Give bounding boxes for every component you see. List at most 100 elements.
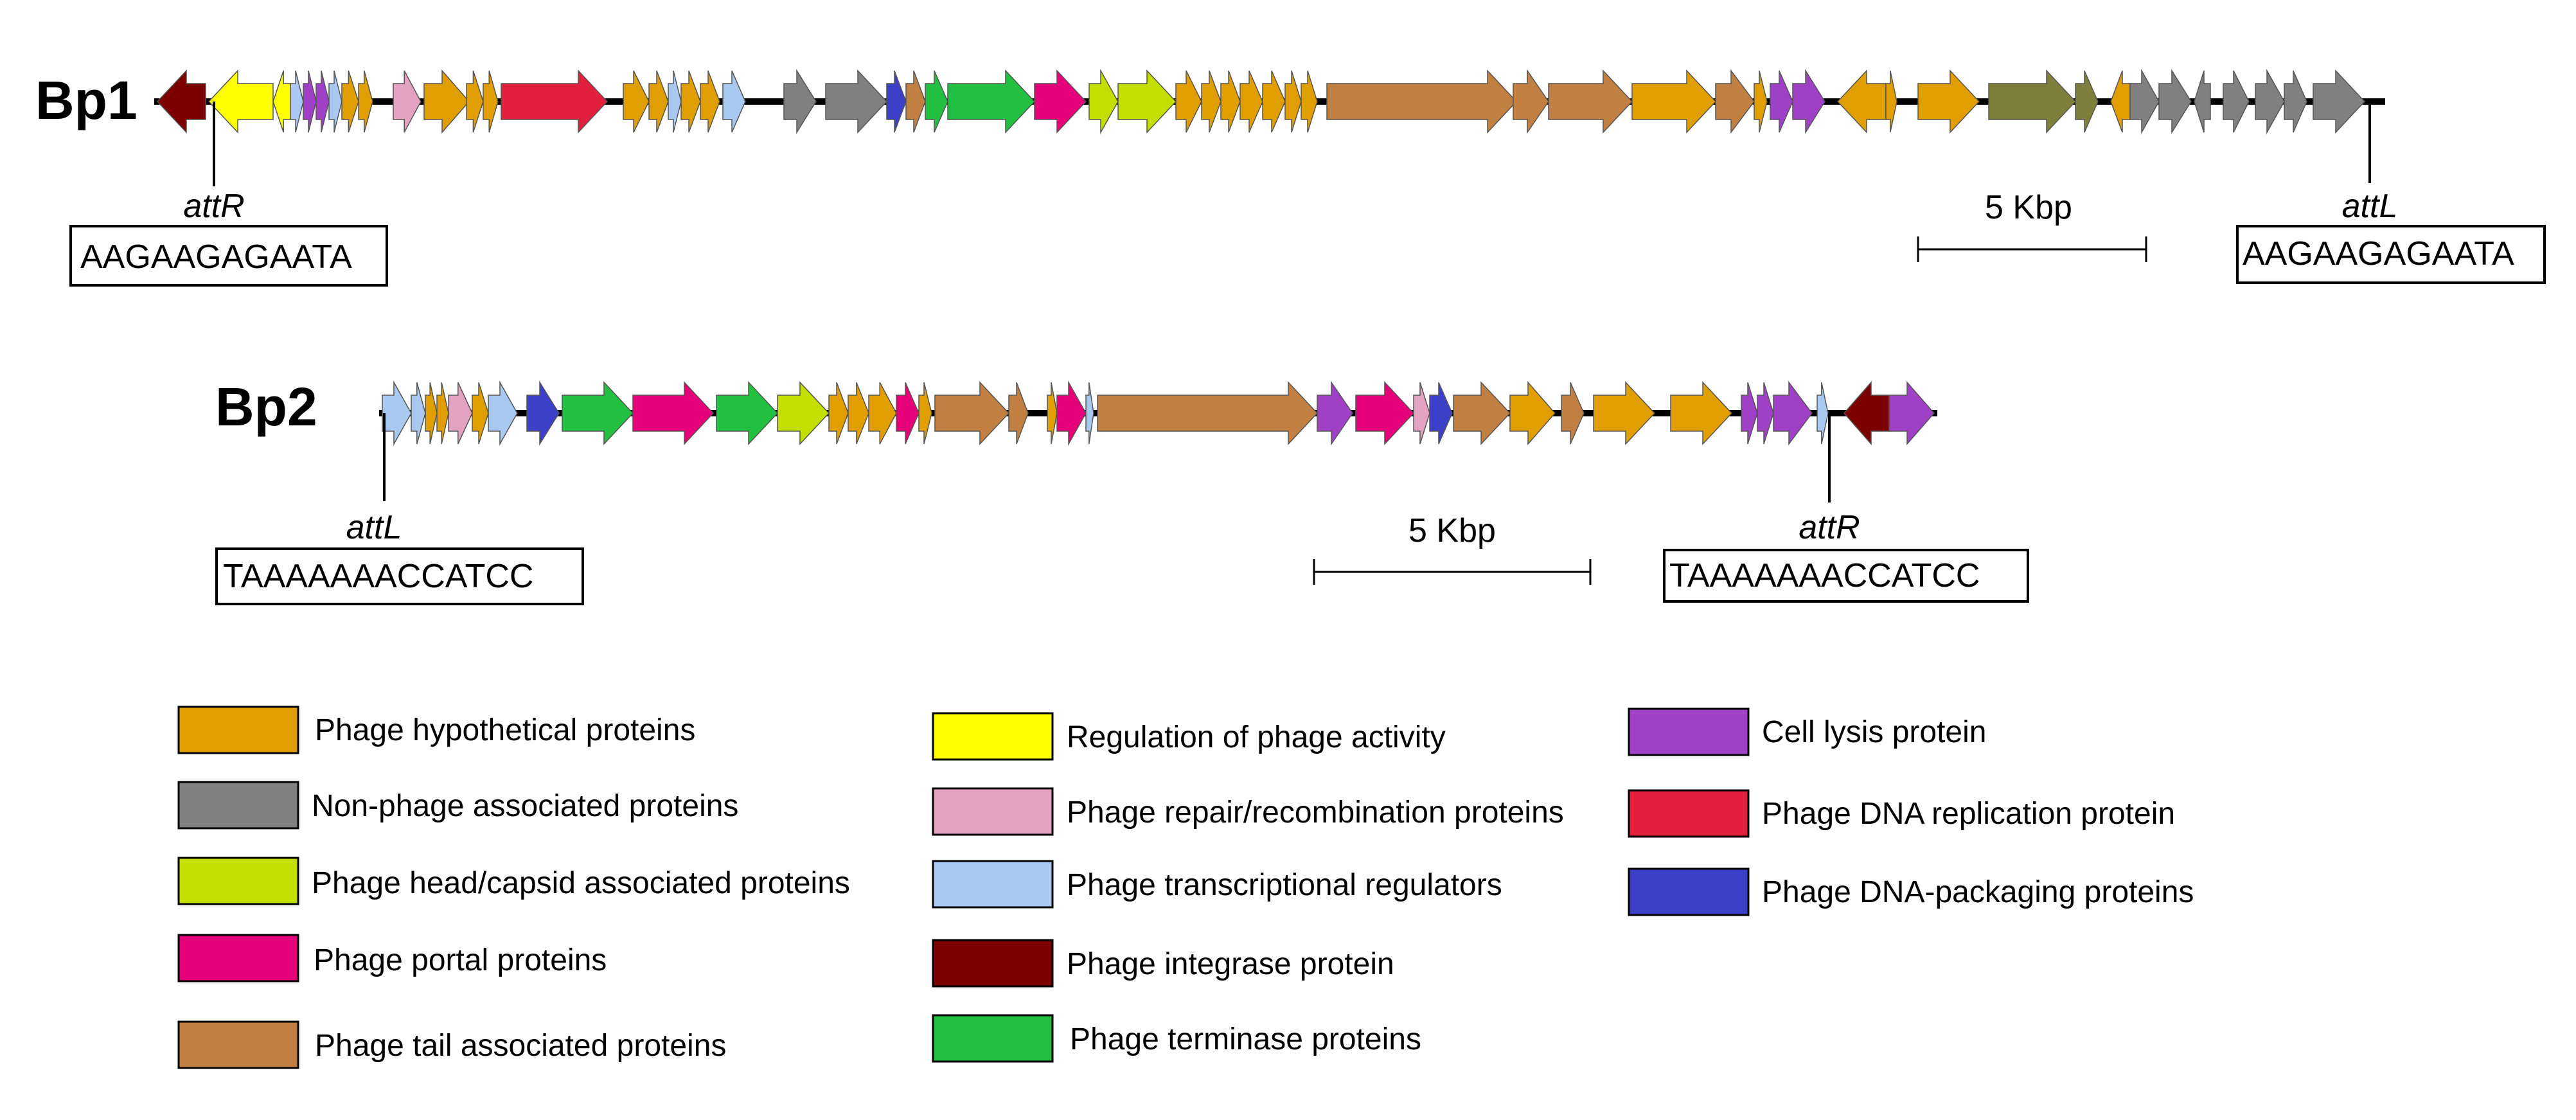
gene-arrow-hypothetical: [1509, 381, 1556, 445]
gene-arrow-olive: [2075, 70, 2099, 133]
gene-arrow-tail: [1548, 69, 1633, 134]
legend-item-transcriptional: Phage transcriptional regulators: [932, 860, 1502, 909]
gene-arrow-hypothetical: [358, 70, 373, 133]
genome-title-bp1: Bp1: [35, 70, 138, 130]
legend-label: Phage integrase protein: [1067, 947, 1394, 981]
gene-arrow-hypothetical: [425, 382, 438, 445]
genome-title-bp2: Bp2: [215, 377, 317, 437]
gene-arrow-tail: [1453, 381, 1511, 445]
genes-bp1: [156, 69, 2366, 134]
legend-label: Regulation of phage activity: [1067, 720, 1446, 754]
gene-arrow-terminase: [947, 69, 1036, 134]
legend-label: Phage portal proteins: [314, 943, 607, 977]
gene-arrow-integrase: [1843, 381, 1890, 445]
legend-label: Phage DNA replication protein: [1762, 797, 2175, 831]
gene-arrow-hypothetical: [1670, 381, 1733, 445]
gene-arrow-hypothetical: [868, 382, 897, 445]
legend-swatch: [932, 787, 1054, 836]
legend-item-terminase: Phage terminase proteins: [932, 1014, 1421, 1063]
gene-arrow-transcriptional: [488, 380, 518, 446]
gene-arrow-lysis: [1792, 69, 1825, 134]
gene-arrow-tail: [1561, 382, 1585, 445]
gene-arrow-hypothetical: [1593, 381, 1656, 445]
gene-arrow-hypothetical: [483, 70, 499, 133]
gene-arrow-hypothetical: [1631, 69, 1717, 134]
gene-arrow-hypothetical: [1917, 69, 1980, 134]
gene-arrow-nonphage: [2313, 69, 2366, 134]
gene-arrow-hypothetical: [700, 70, 720, 133]
att-sequence: AAGAAGAGAATA: [80, 238, 352, 276]
gene-arrow-packaging: [1429, 382, 1453, 445]
att-site-left-bp1: attR AAGAAGAGAATA: [69, 102, 388, 287]
gene-arrow-hypothetical: [436, 382, 449, 445]
gene-arrow-lysis: [1757, 382, 1774, 445]
gene-arrow-hypothetical: [828, 382, 849, 445]
gene-arrow-transcriptional: [411, 382, 426, 445]
gene-arrow-lysis: [1888, 381, 1935, 445]
gene-arrow-hypothetical: [680, 70, 701, 133]
gene-arrow-transcriptional: [290, 70, 304, 133]
legend-item-head: Phage head/capsid associated proteins: [177, 857, 850, 905]
legend-swatch: [1628, 867, 1750, 916]
gene-arrow-tail: [934, 381, 1010, 445]
gene-arrow-hypothetical: [623, 70, 650, 133]
att-label: attR: [1799, 509, 1860, 546]
legend-label: Phage tail associated proteins: [315, 1029, 726, 1063]
legend-item-repair: Phage repair/recombination proteins: [932, 787, 1564, 836]
gene-arrow-lysis: [303, 70, 317, 133]
att-sequence-box: [2236, 225, 2546, 284]
gene-arrow-replication: [501, 69, 608, 134]
gene-arrow-hypothetical: [341, 70, 359, 133]
att-site-left-bp2: attL TAAAAAAACCATCC: [215, 413, 584, 605]
gene-arrow-repair: [1413, 382, 1430, 445]
gene-arrow-portal: [1034, 69, 1087, 134]
gene-arrow-hypothetical: [1201, 70, 1221, 133]
gene-arrow-transcriptional: [1085, 382, 1094, 445]
legend-swatch: [932, 860, 1054, 909]
gene-arrow-nonphage: [2129, 69, 2160, 134]
gene-arrow-nonphage: [2158, 69, 2192, 134]
att-sequence: TAAAAAAACCATCC: [1669, 557, 1980, 594]
scale-bar-bp2: 5 Kbp: [1313, 512, 1592, 585]
legend-item-nonphage: Non-phage associated proteins: [177, 781, 738, 830]
legend-swatch: [1628, 789, 1750, 838]
att-sequence: AAGAAGAGAATA: [2243, 235, 2514, 272]
gene-arrow-nonphage: [2284, 70, 2307, 133]
legend-swatch: [932, 939, 1054, 988]
legend: Phage hypothetical proteins Non-phage as…: [177, 706, 2194, 1069]
gene-arrow-head: [1117, 69, 1177, 134]
gene-arrow-hypothetical: [848, 382, 869, 445]
gene-arrow-tail: [1097, 381, 1319, 445]
legend-label: Phage hypothetical proteins: [315, 713, 695, 747]
gene-arrow-hypothetical: [1047, 382, 1058, 445]
gene-arrow-integrase: [156, 69, 206, 134]
gene-arrow-portal: [632, 381, 715, 445]
legend-label: Phage DNA-packaging proteins: [1762, 875, 2194, 909]
gene-arrow-transcriptional: [382, 380, 412, 446]
gene-arrow-repair: [393, 70, 422, 133]
legend-item-replication: Phage DNA replication protein: [1628, 789, 2175, 838]
gene-arrow-olive: [1988, 69, 2077, 134]
gene-arrow-transcriptional: [1817, 382, 1829, 445]
gene-arrow-hypothetical: [1262, 70, 1286, 133]
genes-bp2: [382, 380, 1935, 446]
gene-arrow-regulation: [272, 70, 291, 133]
gene-arrow-packaging: [886, 70, 907, 133]
legend-label: Phage repair/recombination proteins: [1067, 796, 1564, 830]
gene-arrow-nonphage: [2194, 70, 2211, 133]
legend-swatch: [932, 712, 1054, 761]
gene-arrow-regulation: [208, 69, 274, 134]
legend-item-lysis: Cell lysis protein: [1628, 707, 1986, 756]
att-label: attL: [346, 509, 402, 546]
att-sequence: TAAAAAAACCATCC: [223, 558, 534, 595]
gene-arrow-portal: [1355, 381, 1415, 445]
legend-label: Phage transcriptional regulators: [1067, 868, 1502, 902]
legend-label: Phage head/capsid associated proteins: [312, 866, 850, 900]
gene-arrow-hypothetical: [1301, 70, 1318, 133]
gene-arrow-hypothetical: [1885, 70, 1897, 133]
gene-arrow-hypothetical: [1175, 70, 1202, 133]
gene-arrow-lysis: [1317, 380, 1353, 446]
gene-arrow-hypothetical: [1239, 70, 1263, 133]
gene-arrow-nonphage: [2255, 69, 2285, 134]
legend-swatch: [177, 1020, 299, 1069]
